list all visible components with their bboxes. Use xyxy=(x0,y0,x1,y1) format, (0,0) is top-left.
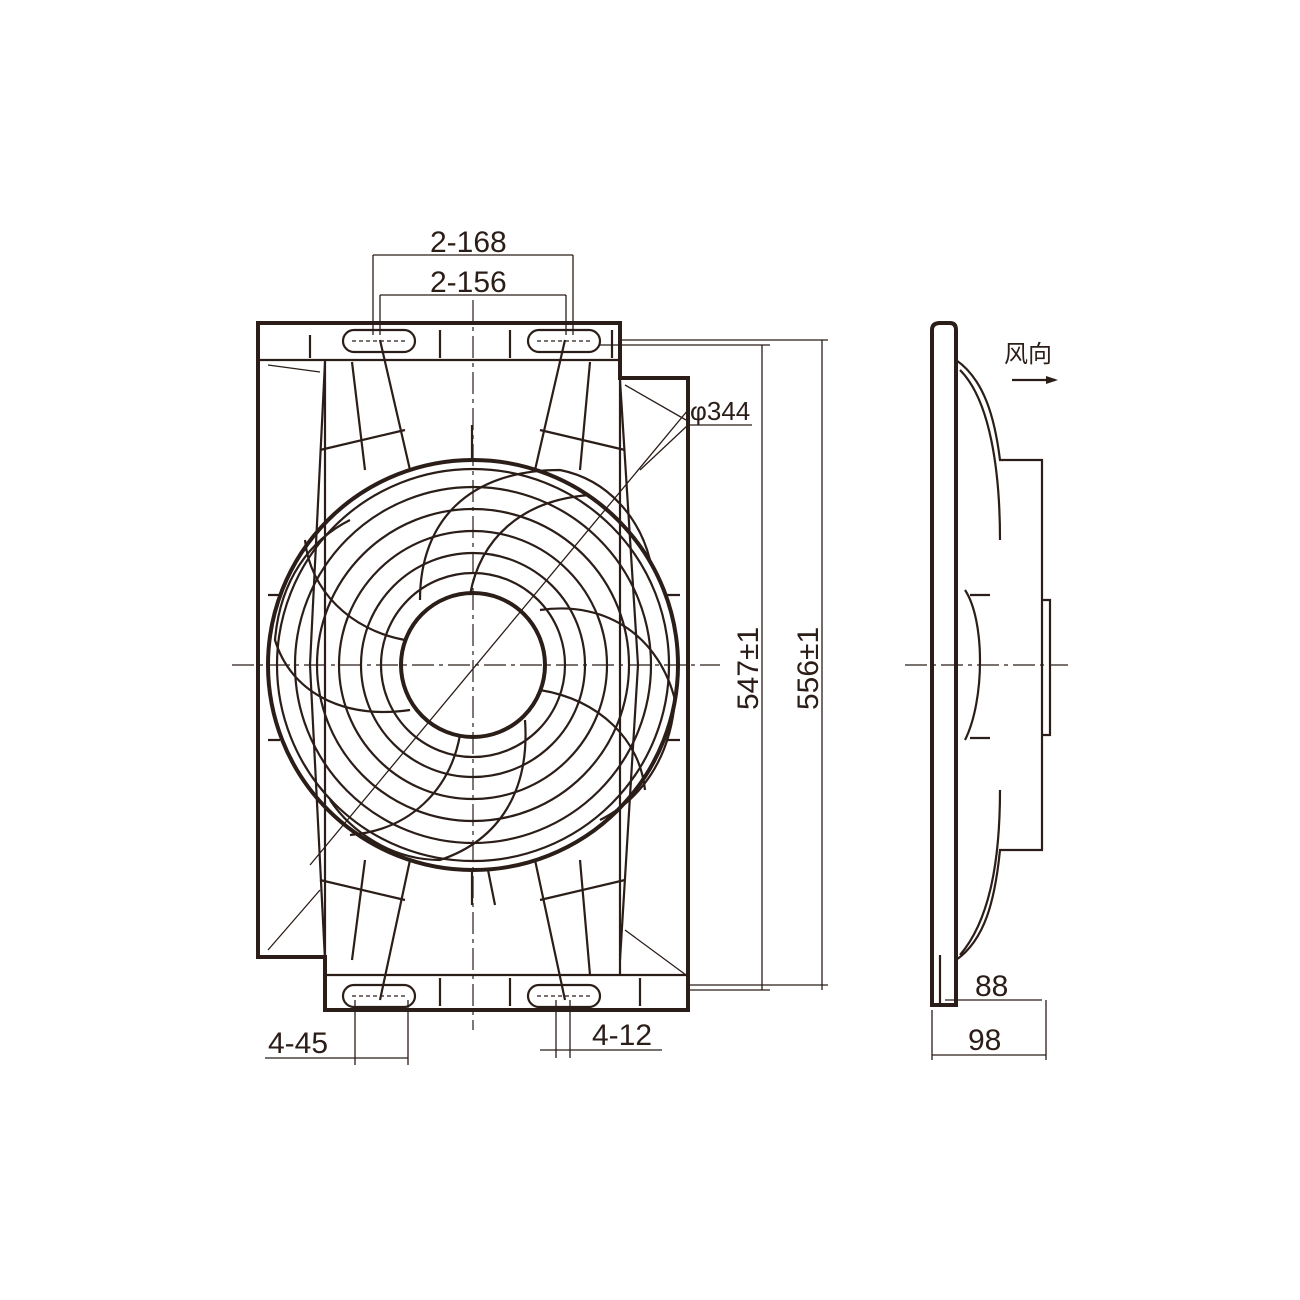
dim-diameter: φ344 xyxy=(690,396,750,426)
dim-top-outer: 2-168 xyxy=(430,226,507,259)
dim-slot-width: 4-12 xyxy=(592,1019,652,1052)
fan-guard xyxy=(266,425,680,906)
dimension-lines xyxy=(265,254,828,1065)
dim-height-inner: 547±1 xyxy=(732,627,765,710)
front-view: 2-168 2-156 φ344 547±1 556±1 4-45 4-12 xyxy=(232,226,828,1065)
fan-blades xyxy=(273,468,677,862)
dim-depth-inner: 88 xyxy=(975,970,1008,1003)
dim-top-inner: 2-156 xyxy=(430,266,507,299)
dim-height-outer: 556±1 xyxy=(792,627,825,710)
dim-slot-length: 4-45 xyxy=(268,1027,328,1060)
mounting-slots xyxy=(341,328,602,1009)
center-lines xyxy=(232,300,720,1030)
side-view: 风向 88 98 xyxy=(905,321,1068,1060)
airflow-label: 风向 xyxy=(1004,341,1052,368)
dim-depth-outer: 98 xyxy=(968,1024,1001,1057)
